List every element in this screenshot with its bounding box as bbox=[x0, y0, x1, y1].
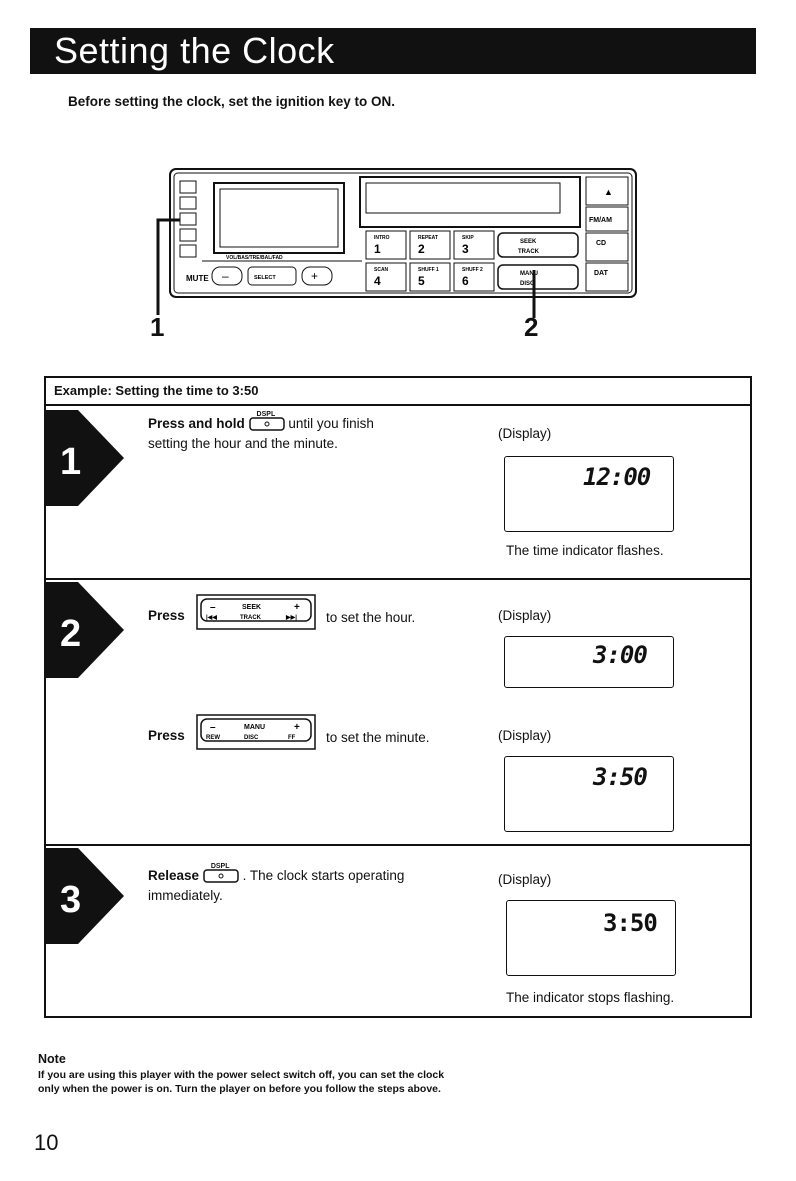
svg-text:5: 5 bbox=[418, 274, 425, 288]
manu-disc-button: – MANU + REW DISC FF bbox=[196, 714, 316, 750]
svg-text:FM/AM: FM/AM bbox=[589, 217, 612, 224]
step-1-badge: 1 bbox=[46, 410, 124, 506]
svg-text:TRACK: TRACK bbox=[518, 249, 540, 255]
page-number: 10 bbox=[34, 1130, 59, 1155]
lcd-time: 3:50 bbox=[593, 763, 648, 791]
step-2-minute-text: to set the minute. bbox=[326, 730, 430, 745]
svg-text:MUTE: MUTE bbox=[186, 274, 209, 283]
lcd-display-step-1: 12:00 bbox=[504, 456, 674, 532]
svg-text:MANU: MANU bbox=[520, 271, 538, 277]
svg-text:3: 3 bbox=[462, 242, 469, 256]
svg-text:1: 1 bbox=[374, 242, 381, 256]
svg-text:FF: FF bbox=[288, 735, 296, 741]
cassette-slot bbox=[359, 176, 581, 228]
svg-text:SELECT: SELECT bbox=[254, 275, 276, 281]
step-3-badge: 3 bbox=[46, 848, 124, 944]
lcd-display-step-2-minute: 3:50 bbox=[504, 756, 674, 832]
display-window bbox=[213, 182, 345, 254]
example-header: Example: Setting the time to 3:50 bbox=[44, 376, 752, 406]
svg-text:SHUFF 1: SHUFF 1 bbox=[418, 267, 439, 273]
step-2-minute-instruction: Press bbox=[148, 728, 185, 743]
page-title: Setting the Clock bbox=[30, 28, 756, 74]
step-2-badge: 2 bbox=[46, 582, 124, 678]
display-label: (Display) bbox=[498, 426, 552, 441]
callout-2: 2 bbox=[524, 312, 539, 342]
svg-text:|◀◀: |◀◀ bbox=[206, 614, 217, 621]
dspl-button: DSPL bbox=[248, 411, 285, 432]
step-divider bbox=[44, 844, 752, 846]
step-divider bbox=[44, 578, 752, 580]
step-1-caption: The time indicator flashes. bbox=[506, 543, 664, 558]
display-label: (Display) bbox=[498, 872, 552, 887]
svg-text:1: 1 bbox=[60, 441, 81, 483]
preset-buttons: INTRO 1 REPEAT 2 SKIP 3 SCAN 4 SHUFF 1 5… bbox=[365, 230, 495, 292]
svg-text:–: – bbox=[210, 602, 216, 613]
step-2-hour-instruction: Press bbox=[148, 608, 185, 623]
svg-text:INTRO: INTRO bbox=[374, 235, 390, 241]
intro-text: Before setting the clock, set the igniti… bbox=[68, 94, 396, 109]
seek-track-button: – SEEK + |◀◀ TRACK ▶▶| bbox=[196, 594, 316, 630]
svg-text:–: – bbox=[222, 269, 229, 283]
svg-text:DISC: DISC bbox=[244, 735, 259, 741]
step-3-caption: The indicator stops flashing. bbox=[506, 990, 675, 1005]
callout-lines bbox=[156, 218, 536, 318]
svg-text:VOL/BAS/TRE/BAL/FAD: VOL/BAS/TRE/BAL/FAD bbox=[226, 255, 283, 261]
svg-text:MANU: MANU bbox=[244, 724, 265, 731]
svg-text:6: 6 bbox=[462, 274, 469, 288]
svg-text:+: + bbox=[294, 602, 300, 613]
dspl-button: DSPL bbox=[203, 863, 239, 884]
step-3-instruction: Release DSPL . The clock starts operatin… bbox=[148, 863, 405, 903]
lcd-time: 3:00 bbox=[593, 641, 648, 669]
svg-text:DISC: DISC bbox=[520, 281, 535, 287]
display-label: (Display) bbox=[498, 728, 552, 743]
svg-text:DAT: DAT bbox=[594, 270, 609, 277]
svg-text:CD: CD bbox=[596, 240, 606, 247]
svg-text:2: 2 bbox=[418, 242, 425, 256]
svg-text:–: – bbox=[210, 722, 216, 733]
svg-text:SEEK: SEEK bbox=[242, 604, 261, 611]
car-stereo-panel-illustration: VOL/BAS/TRE/BAL/FAD MUTE – SELECT + INTR… bbox=[169, 168, 637, 298]
lcd-time: 3:50 bbox=[603, 909, 658, 937]
svg-text:SKIP: SKIP bbox=[462, 235, 474, 241]
callout-1: 1 bbox=[150, 312, 165, 342]
svg-text:▲: ▲ bbox=[604, 187, 613, 197]
svg-text:REPEAT: REPEAT bbox=[418, 235, 438, 241]
note-body: If you are using this player with the po… bbox=[38, 1069, 445, 1095]
lcd-display-step-2-hour: 3:00 bbox=[504, 636, 674, 688]
svg-text:REW: REW bbox=[206, 735, 220, 741]
step-1-instruction: Press and hold DSPL until you finish set… bbox=[148, 411, 374, 451]
svg-text:+: + bbox=[311, 269, 318, 283]
svg-text:+: + bbox=[294, 722, 300, 733]
svg-text:4: 4 bbox=[374, 274, 381, 288]
svg-text:2: 2 bbox=[60, 613, 81, 655]
svg-text:SEEK: SEEK bbox=[520, 239, 537, 245]
svg-text:TRACK: TRACK bbox=[240, 615, 262, 621]
svg-text:SHUFF 2: SHUFF 2 bbox=[462, 267, 483, 273]
lcd-time: 12:00 bbox=[583, 463, 651, 491]
svg-text:▶▶|: ▶▶| bbox=[285, 614, 297, 621]
example-box bbox=[44, 376, 752, 1018]
svg-text:3: 3 bbox=[60, 879, 81, 921]
display-label: (Display) bbox=[498, 608, 552, 623]
left-button-column bbox=[179, 180, 197, 258]
note-title: Note bbox=[38, 1052, 66, 1066]
lcd-display-step-3: 3:50 bbox=[506, 900, 676, 976]
step-2-hour-text: to set the hour. bbox=[326, 610, 416, 625]
svg-text:SCAN: SCAN bbox=[374, 267, 389, 273]
